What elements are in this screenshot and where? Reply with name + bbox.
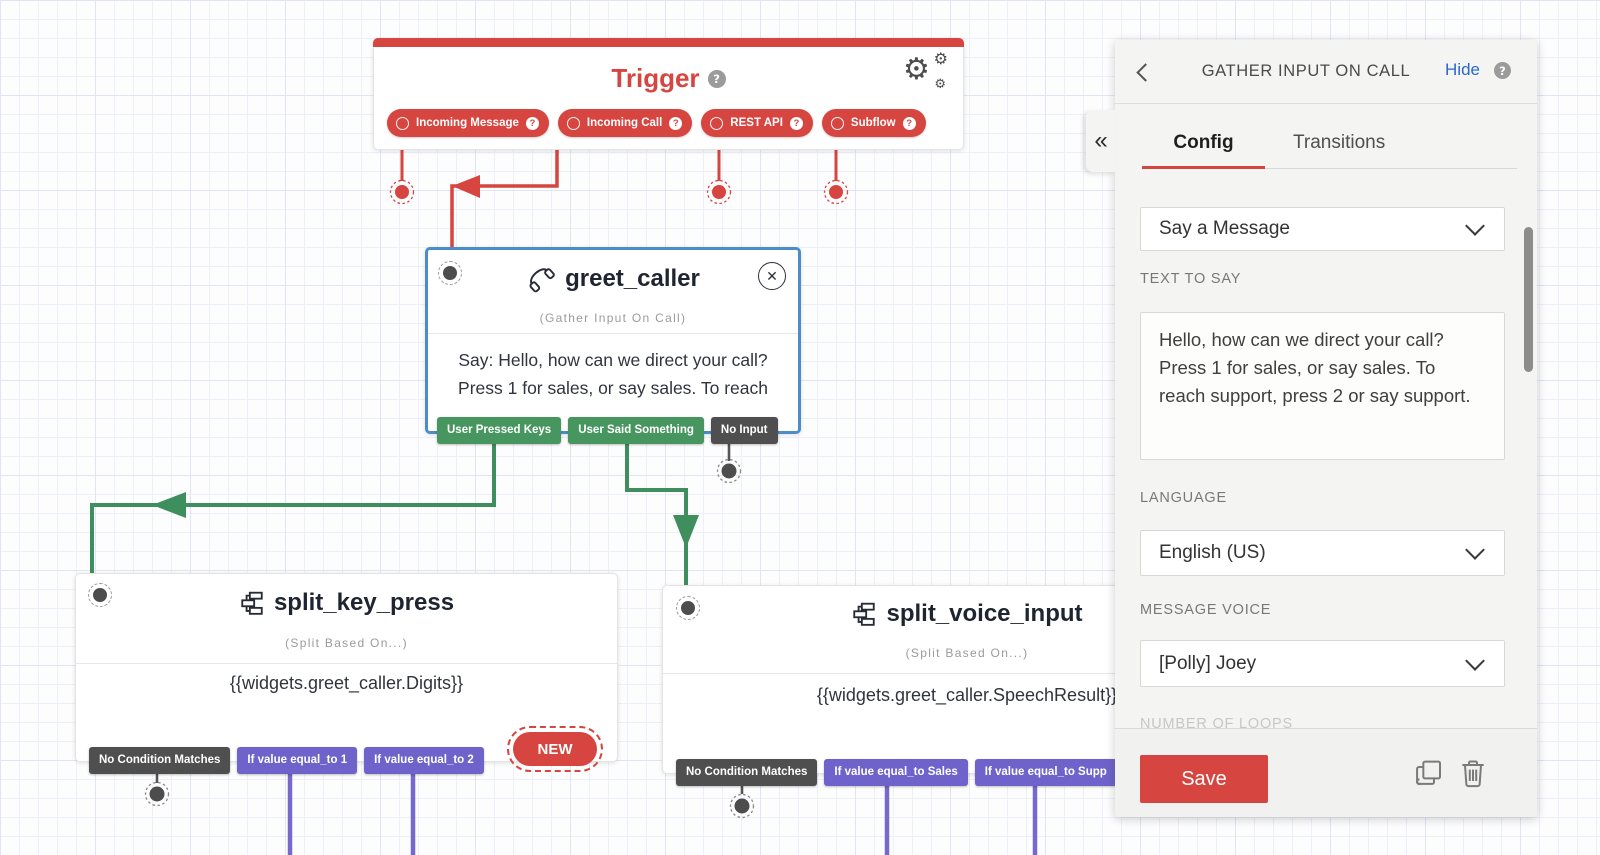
trigger-title: Trigger [611, 63, 700, 93]
input-port-dot[interactable] [438, 261, 462, 285]
active-tab-underline [1142, 166, 1265, 169]
connector-ring-icon [830, 116, 844, 130]
tab-config[interactable]: Config [1173, 132, 1234, 153]
transition-user-pressed-keys[interactable]: User Pressed Keys [437, 417, 562, 444]
text-to-say-field: Hello, how can we direct your call? Pres… [1140, 312, 1505, 460]
hide-panel-link[interactable]: Hide [1445, 60, 1480, 79]
panel-scrollbar-thumb[interactable] [1524, 227, 1533, 372]
connector-ring-icon [396, 116, 409, 130]
trigger-pill-incoming-message[interactable]: Incoming Message ? [387, 109, 549, 137]
transition-equal-to-1[interactable]: If value equal_to 1 [237, 747, 358, 774]
split-key-press-widget[interactable]: split_key_press (Split Based On...) {{wi… [75, 573, 618, 774]
transition-user-said-something[interactable]: User Said Something [568, 417, 704, 444]
message-voice-select[interactable]: [Polly] Joey [1140, 640, 1505, 687]
split-icon [853, 602, 876, 626]
divider [428, 333, 798, 334]
trigger-widget[interactable]: Trigger ? ⚙⚙⚙ Incoming Message ? Incomin… [373, 38, 964, 150]
tab-transitions[interactable]: Transitions [1293, 132, 1386, 153]
endpoint-dot-rest-api[interactable] [706, 179, 732, 205]
pill-label: REST API [730, 117, 783, 129]
pill-label: Subflow [850, 117, 896, 129]
transition-equal-to-supp[interactable]: If value equal_to Supp [974, 759, 1117, 786]
transition-no-condition-matches[interactable]: No Condition Matches [676, 759, 818, 786]
chevron-down-icon [1465, 216, 1485, 236]
help-icon[interactable]: ? [707, 69, 726, 88]
connector-ring-icon [566, 116, 580, 130]
transition-equal-to-sales[interactable]: If value equal_to Sales [824, 759, 968, 786]
widget-type-label: (Split Based On...) [285, 636, 408, 650]
input-port-dot[interactable] [88, 583, 112, 607]
save-button[interactable]: Save [1140, 755, 1268, 803]
text-to-say-input[interactable]: Hello, how can we direct your call? Pres… [1141, 313, 1504, 459]
connector-ring-icon [710, 116, 724, 130]
connector-user-pressed-keys-arrow [152, 492, 186, 518]
select-value: English (US) [1159, 542, 1266, 563]
divider [76, 663, 617, 664]
help-icon[interactable]: ? [525, 116, 539, 130]
language-label: LANGUAGE [1140, 490, 1227, 506]
trigger-settings-gears-icon[interactable]: ⚙⚙⚙ [903, 49, 948, 92]
help-icon[interactable]: ? [789, 116, 803, 130]
input-port-dot[interactable] [676, 596, 700, 620]
divider [663, 673, 1271, 674]
text-to-say-label: TEXT TO SAY [1140, 271, 1242, 287]
connector-incoming-call [450, 134, 559, 252]
language-select[interactable]: English (US) [1140, 530, 1505, 576]
chevron-down-icon [1465, 540, 1485, 560]
endpoint-dot-subflow[interactable] [823, 179, 849, 205]
widget-type-label: (Split Based On...) [905, 646, 1029, 660]
panel-title: GATHER INPUT ON CALL [1201, 62, 1411, 80]
connector-incoming-call-arrow [452, 175, 480, 198]
chevron-down-icon [1465, 650, 1485, 671]
widget-title: greet_caller [565, 265, 700, 292]
endpoint-dot-no-condition-2[interactable] [729, 793, 755, 819]
collapse-panel-icon[interactable]: « [1086, 110, 1116, 172]
split-icon [241, 591, 263, 615]
duplicate-widget-icon[interactable] [1412, 757, 1444, 789]
help-icon[interactable]: ? [902, 116, 916, 130]
greet-caller-widget[interactable]: ✕ greet_caller (Gather Input On Call) Sa… [425, 247, 801, 444]
transition-equal-to-2[interactable]: If value equal_to 2 [364, 747, 484, 774]
widget-body-line: Say: Hello, how can we direct your call? [458, 350, 768, 370]
widget-config-panel: « GATHER INPUT ON CALL Hide ? Config Tra… [1086, 40, 1537, 817]
select-value: [Polly] Joey [1159, 652, 1257, 674]
transition-no-input[interactable]: No Input [710, 417, 778, 444]
pill-label: Incoming Message [416, 117, 519, 129]
widget-body-line: Press 1 for sales, or say sales. To reac… [458, 378, 768, 398]
delete-widget-icon[interactable] [1457, 757, 1489, 789]
close-icon[interactable]: ✕ [758, 262, 786, 290]
phone-handset-icon [529, 268, 555, 293]
endpoint-dot-incoming-message[interactable] [389, 179, 415, 205]
help-icon[interactable]: ? [669, 116, 683, 130]
panel-footer: Save [1115, 728, 1537, 817]
widget-body: {{widgets.greet_caller.Digits}} [229, 673, 464, 693]
trigger-pill-incoming-call[interactable]: Incoming Call ? [557, 109, 693, 137]
back-chevron-icon[interactable] [1136, 63, 1155, 82]
pill-label: Incoming Call [586, 117, 663, 129]
divider [1115, 103, 1537, 104]
trigger-pill-rest-api[interactable]: REST API ? [701, 109, 813, 137]
trigger-pill-subflow[interactable]: Subflow ? [821, 109, 926, 137]
new-transition-ring: NEW [507, 726, 603, 772]
endpoint-dot-no-input[interactable] [716, 458, 742, 484]
trigger-accent-bar [373, 38, 964, 47]
transition-no-condition-matches[interactable]: No Condition Matches [89, 747, 231, 774]
help-icon[interactable]: ? [1494, 62, 1511, 79]
connector-user-said-something-arrow [673, 515, 699, 548]
tab-track [1142, 168, 1517, 169]
widget-type-label: (Gather Input On Call) [539, 311, 687, 325]
widget-type-select[interactable]: Say a Message [1140, 207, 1505, 251]
connector-user-pressed-keys [90, 437, 496, 584]
message-voice-label: MESSAGE VOICE [1140, 602, 1272, 618]
widget-title: split_key_press [273, 589, 455, 616]
widget-title: split_voice_input [886, 600, 1083, 627]
widget-body: {{widgets.greet_caller.SpeechResult}} [816, 685, 1118, 705]
endpoint-dot-no-condition-1[interactable] [144, 781, 170, 807]
new-transition-button[interactable]: NEW [513, 732, 597, 766]
select-value: Say a Message [1159, 218, 1290, 239]
